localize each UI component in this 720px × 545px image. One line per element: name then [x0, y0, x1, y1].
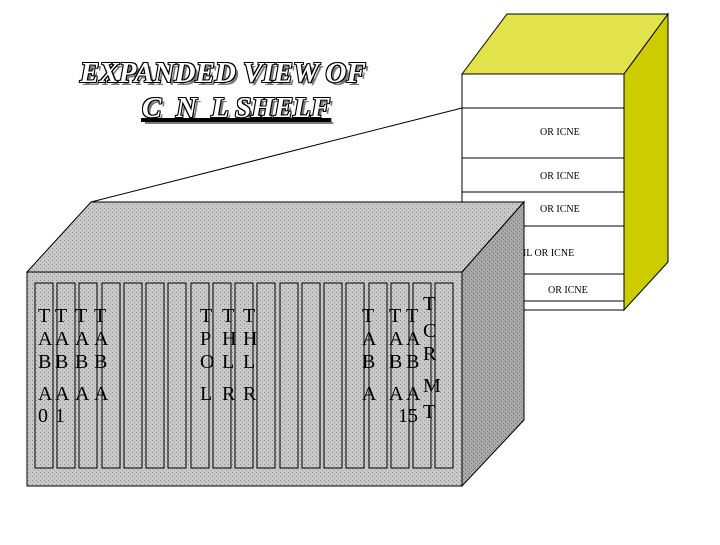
page-title-line-2: C N L SHELF	[142, 92, 331, 124]
card-slot	[234, 282, 254, 469]
cabinet-shelf-label: NL OR ICNE	[519, 248, 574, 259]
card-slot	[368, 282, 388, 469]
card-slot	[101, 282, 121, 469]
card-label-char: A	[362, 383, 377, 405]
card-label-char: C	[423, 320, 436, 342]
card-label-char: T	[94, 305, 106, 327]
shelf-slots	[34, 282, 454, 469]
card-label-char: T	[38, 305, 50, 327]
card-label-char: T	[222, 305, 234, 327]
card-slot	[279, 282, 299, 469]
card-slot	[412, 282, 432, 469]
card-label-char: B	[55, 351, 68, 373]
card-label-char: A	[406, 383, 421, 405]
card-label-char: A	[94, 328, 109, 350]
card-label-char: A	[75, 383, 90, 405]
card-label-char: A	[389, 383, 404, 405]
card-label-char: B	[94, 351, 107, 373]
card-label-char: T	[55, 305, 67, 327]
card-label-char: A	[389, 328, 404, 350]
card-slot	[56, 282, 76, 469]
card-label-char: T	[200, 305, 212, 327]
card-label-char: A	[38, 328, 53, 350]
cabinet-shelf-label: OR ICNE	[548, 285, 588, 296]
card-slot	[190, 282, 210, 469]
card-slot	[167, 282, 187, 469]
card-slot	[390, 282, 410, 469]
cabinet-shelf-label: OR ICNE	[540, 204, 580, 215]
card-label-char: 0	[38, 405, 48, 427]
card-label-char: H	[222, 328, 236, 350]
card-label-char: 1	[55, 405, 65, 427]
card-label-char: L	[222, 351, 234, 373]
card-label-char: R	[423, 343, 437, 365]
card-slot	[123, 282, 143, 469]
card-label-char: A	[75, 328, 90, 350]
card-label-char: B	[38, 351, 51, 373]
card-slot	[78, 282, 98, 469]
card-slot	[345, 282, 365, 469]
card-label-char: R	[222, 383, 236, 405]
card-label-char: T	[389, 305, 401, 327]
cabinet-shelf-label: OR ICNE	[540, 171, 580, 182]
card-slot	[212, 282, 232, 469]
card-label-char: M	[423, 375, 441, 397]
projection-line	[90, 107, 463, 203]
page-title-line-1: EXPANDED VIEW OF	[80, 57, 366, 89]
card-label-char: L	[243, 351, 255, 373]
card-label-char: B	[389, 351, 402, 373]
shelf-card-labels: TABA0TABA1TABATABATPOLTHLRTHLRTABATABA15…	[38, 293, 441, 427]
card-label-char: T	[423, 401, 435, 423]
card-label-char: O	[200, 351, 214, 373]
card-label-char: T	[423, 293, 435, 315]
card-label-char: A	[362, 328, 377, 350]
card-label-char: A	[406, 328, 421, 350]
card-label-char: T	[362, 305, 374, 327]
card-slot	[323, 282, 343, 469]
card-label-char: 15	[398, 405, 418, 427]
card-slot	[34, 282, 54, 469]
card-label-char: A	[55, 328, 70, 350]
card-label-char: B	[406, 351, 419, 373]
card-slot	[301, 282, 321, 469]
cabinet-shelf-label: OR ICNE	[540, 127, 580, 138]
card-label-char: A	[55, 383, 70, 405]
card-label-char: R	[243, 383, 257, 405]
card-slot	[145, 282, 165, 469]
card-label-char: P	[200, 328, 211, 350]
card-label-char: B	[75, 351, 88, 373]
card-slot	[256, 282, 276, 469]
card-slot	[434, 282, 454, 469]
card-label-char: B	[362, 351, 375, 373]
card-label-char: A	[38, 383, 53, 405]
card-label-char: T	[75, 305, 87, 327]
card-label-char: L	[200, 383, 212, 405]
card-label-char: T	[406, 305, 418, 327]
card-label-char: A	[94, 383, 109, 405]
expanded-shelf: TABA0TABA1TABATABATPOLTHLRTHLRTABATABA15…	[25, 200, 526, 488]
shelf-top	[25, 201, 526, 273]
card-label-char: H	[243, 328, 257, 350]
card-label-char: T	[243, 305, 255, 327]
